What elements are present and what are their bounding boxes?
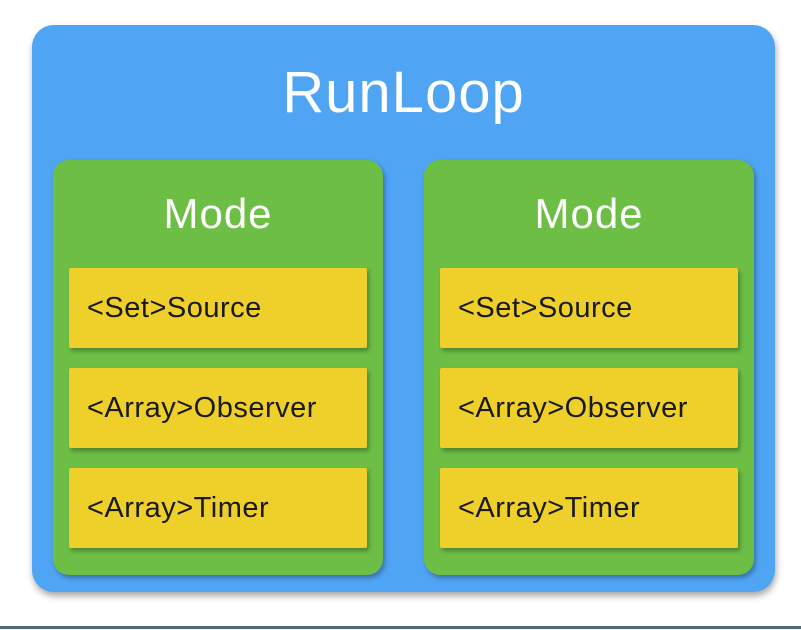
mode-items: <Set>Source <Array>Observer <Array>Timer: [53, 268, 383, 548]
timer-item: <Array>Timer: [440, 468, 738, 548]
observer-item: <Array>Observer: [69, 368, 367, 448]
runloop-title: RunLoop: [282, 60, 525, 125]
bottom-edge-line: [0, 626, 801, 629]
observer-item: <Array>Observer: [440, 368, 738, 448]
source-item: <Set>Source: [69, 268, 367, 348]
runloop-container: RunLoop Mode <Set>Source <Array>Observer…: [32, 25, 775, 592]
modes-row: Mode <Set>Source <Array>Observer <Array>…: [53, 160, 754, 575]
source-item: <Set>Source: [440, 268, 738, 348]
timer-item: <Array>Timer: [69, 468, 367, 548]
mode-title: Mode: [534, 190, 644, 237]
mode-box-left: Mode <Set>Source <Array>Observer <Array>…: [53, 160, 383, 575]
mode-items: <Set>Source <Array>Observer <Array>Timer: [424, 268, 754, 548]
mode-title: Mode: [163, 190, 273, 237]
mode-box-right: Mode <Set>Source <Array>Observer <Array>…: [424, 160, 754, 575]
